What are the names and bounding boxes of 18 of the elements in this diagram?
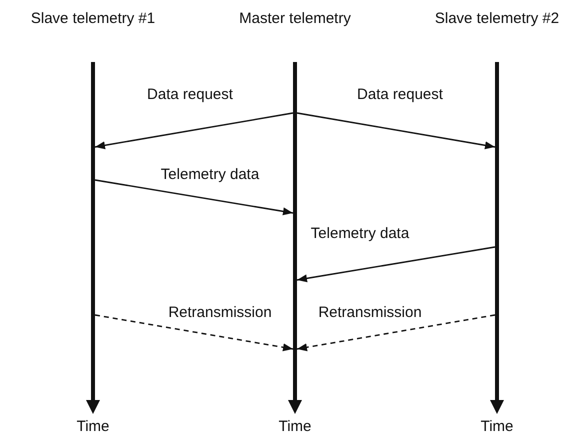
time-label: Time <box>480 418 514 435</box>
message-arrow <box>296 246 496 282</box>
lifeline-title: Slave telemetry #2 <box>434 10 560 27</box>
edge-label: Data request <box>356 86 444 103</box>
lifeline-title: Master telemetry <box>238 10 352 27</box>
lifeline-title: Slave telemetry #1 <box>30 10 156 27</box>
message-arrow <box>296 112 496 150</box>
message-arrow <box>94 179 294 216</box>
message-arrow <box>94 112 294 150</box>
time-label: Time <box>76 418 110 435</box>
dashed-arrow <box>296 314 496 352</box>
edge-label: Telemetry data <box>310 225 410 242</box>
edge-label: Telemetry data <box>160 166 260 183</box>
edge-label: Retransmission <box>167 304 273 321</box>
edge-label: Data request <box>146 86 234 103</box>
dashed-arrow <box>94 314 294 352</box>
time-label: Time <box>278 418 312 435</box>
edge-label: Retransmission <box>317 304 423 321</box>
